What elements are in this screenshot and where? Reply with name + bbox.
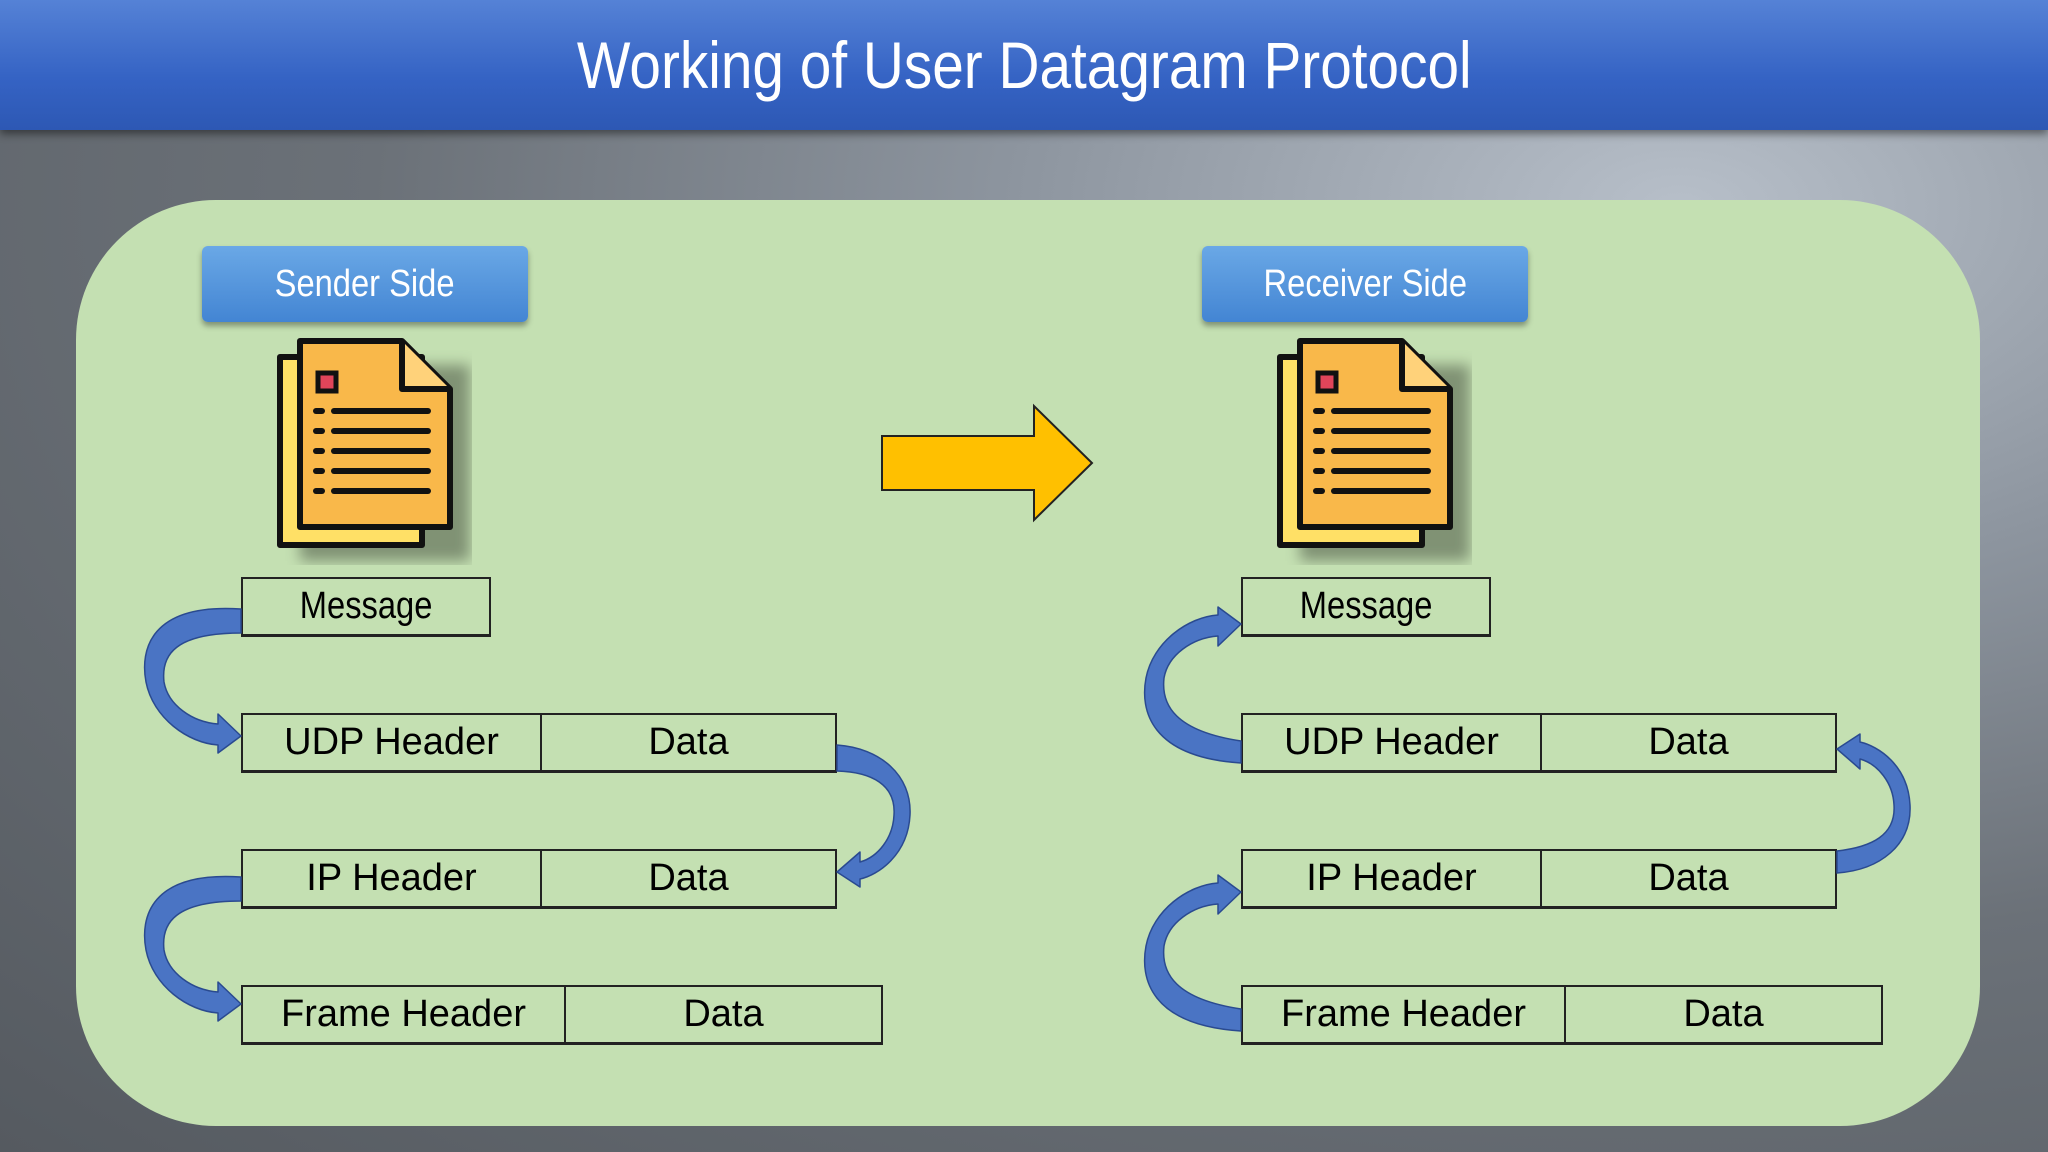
receiver-ip-data: Data (1540, 851, 1835, 906)
transfer-arrow-icon (881, 403, 1094, 523)
receiver-message-box: Message (1241, 577, 1491, 637)
sender-side-label-text: Sender Side (275, 262, 455, 305)
receiver-frame-header: Frame Header (1281, 993, 1526, 1035)
sender-udp-data: Data (540, 715, 835, 770)
receiver-side-label: Receiver Side (1202, 246, 1528, 322)
receiver-ip-packet: IP Header Data (1241, 849, 1837, 909)
receiver-udp-header: UDP Header (1284, 721, 1499, 763)
curved-arrow-icon (1143, 606, 1242, 764)
curved-arrow-icon (836, 744, 911, 888)
receiver-udp-data: Data (1540, 715, 1835, 770)
receiver-ip-header: IP Header (1306, 857, 1477, 899)
sender-udp-packet: UDP Header Data (241, 713, 837, 773)
sender-frame-header: Frame Header (281, 993, 526, 1035)
receiver-frame-data: Data (1564, 987, 1881, 1042)
page-title: Working of User Datagram Protocol (576, 28, 1472, 102)
receiver-message-label: Message (1299, 585, 1433, 627)
title-bar: Working of User Datagram Protocol (0, 0, 2048, 130)
sender-ip-header: IP Header (306, 857, 477, 899)
receiver-side-label-text: Receiver Side (1263, 262, 1467, 305)
curved-arrow-icon (1143, 874, 1242, 1032)
curved-arrow-icon (143, 875, 242, 1022)
receiver-udp-packet: UDP Header Data (1241, 713, 1837, 773)
sender-message-box: Message (241, 577, 491, 637)
sender-frame-data: Data (564, 987, 881, 1042)
sender-side-label: Sender Side (202, 246, 528, 322)
document-icon (1277, 338, 1470, 561)
sender-ip-data: Data (540, 851, 835, 906)
document-icon (277, 338, 470, 561)
sender-udp-header: UDP Header (284, 721, 499, 763)
sender-frame-packet: Frame Header Data (241, 985, 883, 1045)
sender-message-label: Message (299, 585, 433, 627)
sender-ip-packet: IP Header Data (241, 849, 837, 909)
curved-arrow-icon (1836, 733, 1911, 874)
curved-arrow-icon (143, 607, 242, 754)
receiver-frame-packet: Frame Header Data (1241, 985, 1883, 1045)
